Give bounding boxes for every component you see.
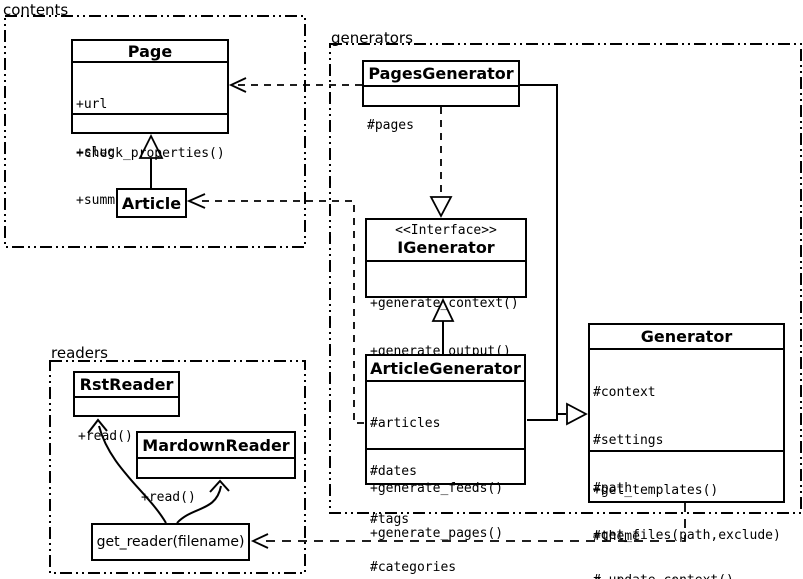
class-title: Article — [121, 193, 182, 213]
package-border-generators — [329, 43, 802, 514]
method-row: +get_files(path,exclude) — [593, 528, 781, 543]
attributes-compartment: #pages — [364, 87, 518, 163]
class-box-articlegenerator: ArticleGenerator #articles #dates #tags … — [365, 354, 526, 575]
association-curve-getreader-to-mardownreader — [176, 479, 230, 524]
attributes-compartment: #context #settings #path #theme #output_… — [590, 350, 783, 579]
generalization-arrow-articlegenerator-to-igenerator — [431, 297, 455, 354]
methods-compartment: +generate_feeds() +generate_pages() — [367, 450, 524, 571]
attribute-row: #dates — [370, 464, 417, 479]
attribute-row: #context — [593, 385, 656, 400]
method-row: +generate_context() — [370, 296, 519, 311]
class-box-pagesgenerator: PagesGenerator #pages — [362, 60, 520, 133]
class-title: PagesGenerator — [364, 62, 518, 87]
class-box-page: Page +url +slug +summary +check_properti… — [71, 39, 229, 208]
stereotype-label: <<Interface>> — [395, 223, 497, 238]
class-title: ArticleGenerator — [367, 356, 524, 382]
package-label-contents: contents — [3, 1, 69, 19]
class-box-generator: Generator #context #settings #path #them… — [588, 323, 785, 579]
method-row: +generate_feeds() — [370, 481, 504, 496]
attributes-compartment: +url +slug +summary — [73, 63, 227, 208]
method-row: +generate_pages() — [370, 526, 504, 541]
function-label: get_reader(filename) — [96, 534, 245, 550]
attribute-row: #settings — [593, 433, 664, 448]
class-title: Page — [73, 41, 227, 63]
dependency-arrow-articlegenerator-to-article — [186, 193, 364, 424]
attribute-row: #categories — [370, 560, 457, 575]
attribute-row: #theme — [593, 529, 640, 544]
method-row: +read() — [141, 490, 196, 505]
attribute-row: #articles — [370, 416, 441, 431]
function-box-getreader: get_reader(filename) — [91, 523, 250, 561]
realization-arrow-pagesgenerator-to-igenerator — [429, 107, 453, 218]
package-border-readers — [49, 360, 306, 574]
method-row: +get_templates() — [593, 483, 719, 498]
generalization-arrow-generators-to-generator — [520, 84, 588, 426]
methods-compartment: +get_templates() +get_files(path,exclude… — [590, 452, 783, 579]
method-row: +read() — [78, 429, 133, 444]
class-box-article: Article — [116, 188, 187, 218]
attribute-row: +url — [76, 97, 108, 112]
class-title: IGenerator — [397, 238, 495, 257]
class-title: Generator — [590, 325, 783, 350]
package-label-generators: generators — [331, 29, 413, 47]
attribute-row: #tags — [370, 512, 410, 527]
class-title: RstReader — [75, 373, 178, 398]
class-box-mardownreader: MardownReader +read() — [136, 431, 296, 505]
association-curve-getreader-to-rstreader — [87, 418, 167, 524]
methods-compartment: +read() — [75, 398, 178, 474]
class-title: MardownReader — [138, 433, 294, 459]
attribute-row: #output_path — [593, 577, 783, 579]
attributes-compartment: #articles #dates #tags #categories — [367, 382, 524, 575]
method-row: #_update_context() — [593, 573, 783, 579]
dependency-arrow-generator-to-getreader — [250, 503, 686, 549]
methods-compartment: +check_properties() — [73, 115, 227, 191]
attribute-row: #pages — [367, 118, 414, 133]
class-header: <<Interface>> IGenerator — [367, 220, 525, 262]
attribute-row: +slug — [76, 145, 116, 160]
package-border-contents — [4, 15, 306, 248]
methods-compartment: +read() — [138, 459, 294, 535]
dependency-arrow-pagesgenerator-to-page — [228, 77, 362, 93]
attribute-row: #path — [593, 481, 633, 496]
class-box-rstreader: RstReader +read() — [73, 371, 180, 444]
generalization-arrow-article-to-page — [138, 133, 164, 188]
package-label-readers: readers — [51, 344, 108, 362]
method-row: +check_properties() — [76, 146, 225, 161]
class-box-igenerator: <<Interface>> IGenerator +generate_conte… — [365, 218, 527, 359]
